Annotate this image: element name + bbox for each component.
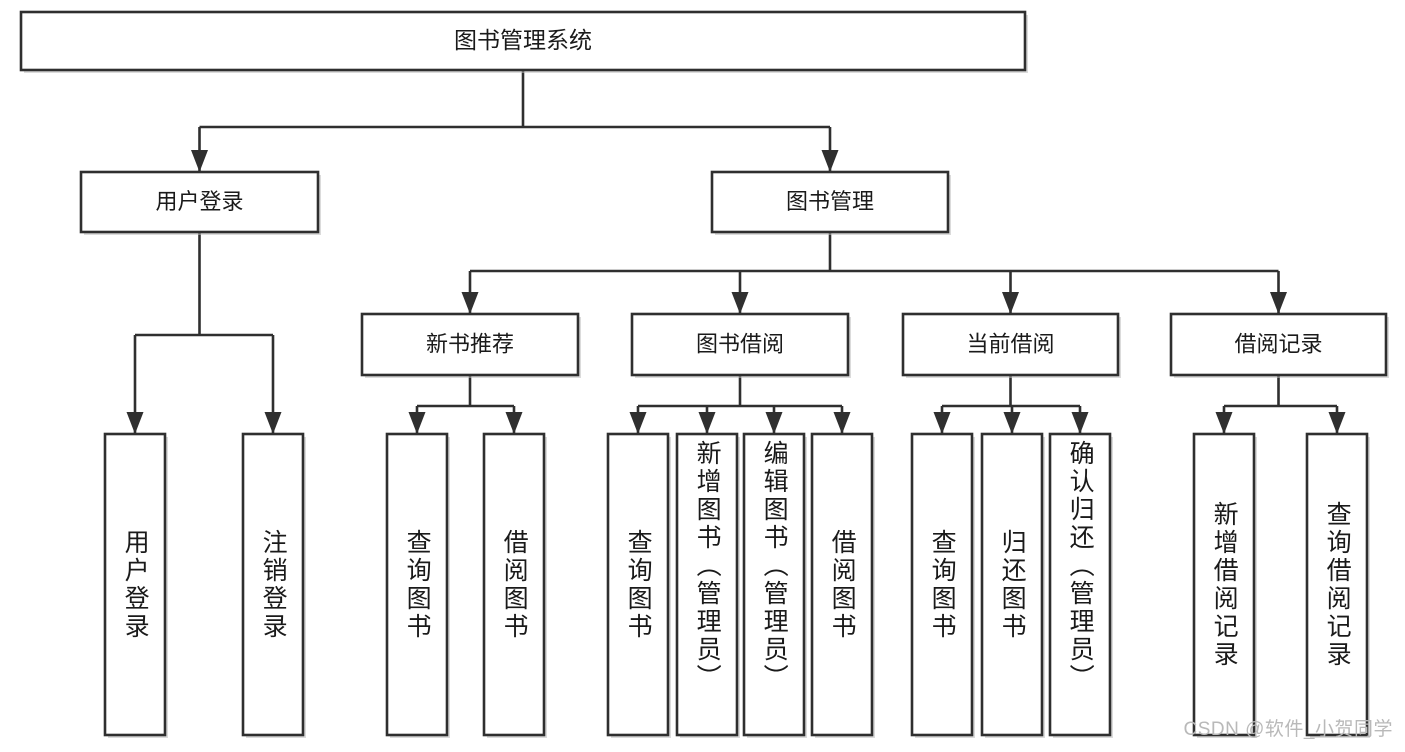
level2-node-box-new-book-recommend[interactable] xyxy=(360,312,580,377)
leaf-node-box-leaf-query-book-cur[interactable] xyxy=(910,432,974,737)
level2-node-label-book-borrow: 图书借阅 xyxy=(696,331,784,356)
arrow-current-borrow-to-leaf-confirm-return-admin xyxy=(1071,412,1089,434)
arrow-user-login-to-leaf-logout-login xyxy=(264,412,282,434)
level1-node-label-user-login: 用户登录 xyxy=(155,189,243,214)
leaf-node-box-leaf-query-borrow-record[interactable] xyxy=(1305,432,1369,737)
arrow-root-to-book-management xyxy=(821,150,839,172)
arrow-current-borrow-to-leaf-return-book xyxy=(1003,412,1021,434)
level2-node-label-current-borrow: 当前借阅 xyxy=(966,331,1054,356)
arrow-new-book-recommend-to-leaf-query-book-rec xyxy=(408,412,426,434)
arrow-new-book-recommend-to-leaf-borrow-book-rec xyxy=(505,412,523,434)
leaf-node-box-leaf-edit-book-admin[interactable] xyxy=(742,432,806,737)
watermark-text: CSDN @软件_小贺同学 xyxy=(1183,719,1393,740)
leaf-node-box-leaf-user-login[interactable] xyxy=(103,432,167,737)
leaf-node-box-leaf-borrow-book[interactable] xyxy=(810,432,874,737)
leaf-node-box-leaf-return-book[interactable] xyxy=(980,432,1044,737)
arrow-borrow-record-to-leaf-query-borrow-record xyxy=(1328,412,1346,434)
leaf-node-box-leaf-borrow-book-rec[interactable] xyxy=(482,432,546,737)
arrow-borrow-record-to-leaf-add-borrow-record xyxy=(1215,412,1233,434)
level1-node-box-book-management[interactable] xyxy=(710,170,950,234)
level1-node-box-user-login[interactable] xyxy=(79,170,320,234)
arrow-book-management-to-current-borrow xyxy=(1002,292,1019,314)
connectors-layer xyxy=(126,70,1346,434)
leaf-node-box-leaf-logout-login[interactable] xyxy=(241,432,305,737)
arrow-book-borrow-to-leaf-edit-book-admin xyxy=(765,412,783,434)
level2-node-box-current-borrow[interactable] xyxy=(901,312,1120,377)
level1-node-label-book-management: 图书管理 xyxy=(786,189,874,214)
leaf-node-box-leaf-add-book-admin[interactable] xyxy=(675,432,739,737)
arrow-current-borrow-to-leaf-query-book-cur xyxy=(933,412,951,434)
level2-node-box-book-borrow[interactable] xyxy=(630,312,850,377)
leaf-node-box-leaf-confirm-return-admin[interactable] xyxy=(1048,432,1112,737)
arrow-root-to-user-login xyxy=(191,150,208,172)
level2-node-label-new-book-recommend: 新书推荐 xyxy=(426,331,514,356)
level2-node-box-borrow-record[interactable] xyxy=(1169,312,1388,377)
leaf-node-box-leaf-query-book-rec[interactable] xyxy=(385,432,449,737)
root-node-label: 图书管理系统 xyxy=(454,27,592,53)
root-node-box[interactable] xyxy=(19,10,1027,72)
leaf-node-box-leaf-query-book-borrow[interactable] xyxy=(606,432,670,737)
arrow-book-management-to-new-book-recommend xyxy=(461,292,479,314)
boxes-layer xyxy=(19,10,1389,738)
leaf-node-box-leaf-add-borrow-record[interactable] xyxy=(1192,432,1256,737)
arrow-book-borrow-to-leaf-query-book-borrow xyxy=(629,412,647,434)
arrow-book-borrow-to-leaf-add-book-admin xyxy=(698,412,716,434)
level2-node-label-borrow-record: 借阅记录 xyxy=(1234,331,1322,356)
arrow-user-login-to-leaf-user-login xyxy=(126,412,144,434)
arrow-book-management-to-book-borrow xyxy=(731,292,749,314)
arrow-book-borrow-to-leaf-borrow-book xyxy=(833,412,851,434)
arrow-book-management-to-borrow-record xyxy=(1270,292,1287,314)
